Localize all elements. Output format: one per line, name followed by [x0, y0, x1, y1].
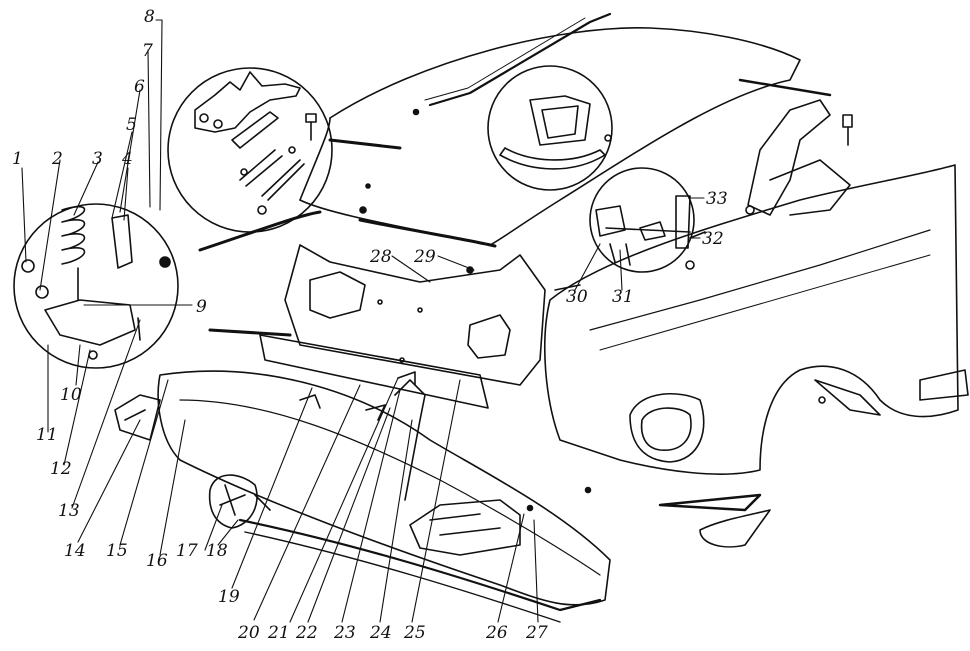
callout-33: 33 — [706, 189, 728, 209]
callout-9: 9 — [196, 297, 207, 317]
callout-28: 28 — [369, 247, 392, 267]
callout-13: 13 — [58, 501, 80, 521]
callout-labels: 1 2 3 4 5 6 7 8 9 10 11 12 13 14 15 16 1… — [12, 7, 728, 643]
hood-panel — [198, 12, 801, 252]
callout-19: 19 — [218, 587, 240, 607]
callout-18: 18 — [206, 541, 228, 561]
front-fender — [544, 164, 969, 548]
callout-14: 14 — [64, 541, 86, 561]
hood-lock-inset — [589, 167, 706, 273]
hood-hinge-bracket — [738, 78, 853, 216]
bumper-assembly — [114, 357, 611, 623]
callout-1: 1 — [12, 149, 23, 169]
callout-7: 7 — [142, 41, 153, 61]
callout-2: 2 — [51, 149, 63, 169]
callout-32: 32 — [702, 229, 724, 249]
callout-17: 17 — [176, 541, 198, 561]
callout-15: 15 — [106, 541, 128, 561]
callout-31: 31 — [612, 287, 634, 307]
callout-27: 27 — [525, 623, 548, 643]
callout-26: 26 — [485, 623, 508, 643]
callout-25: 25 — [403, 623, 426, 643]
front-panel — [208, 244, 546, 409]
callout-29: 29 — [413, 247, 436, 267]
callout-11: 11 — [36, 425, 58, 445]
front-suspension-inset — [13, 203, 179, 369]
callout-6: 6 — [134, 77, 145, 97]
leader-lines — [21, 19, 705, 623]
callout-8: 8 — [144, 7, 155, 27]
callout-12: 12 — [50, 459, 72, 479]
callout-5: 5 — [126, 115, 137, 135]
hood-ornament-inset — [487, 65, 613, 191]
callout-22: 22 — [295, 623, 318, 643]
callout-4: 4 — [121, 149, 133, 169]
fog-lamp — [208, 474, 271, 529]
callout-30: 30 — [566, 287, 588, 307]
callout-3: 3 — [92, 149, 103, 169]
callout-16: 16 — [146, 551, 168, 571]
callout-21: 21 — [267, 623, 290, 643]
callout-20: 20 — [237, 623, 260, 643]
callout-10: 10 — [60, 385, 82, 405]
callout-24: 24 — [369, 623, 392, 643]
hinge-detail-inset — [167, 67, 402, 233]
callout-23: 23 — [333, 623, 356, 643]
